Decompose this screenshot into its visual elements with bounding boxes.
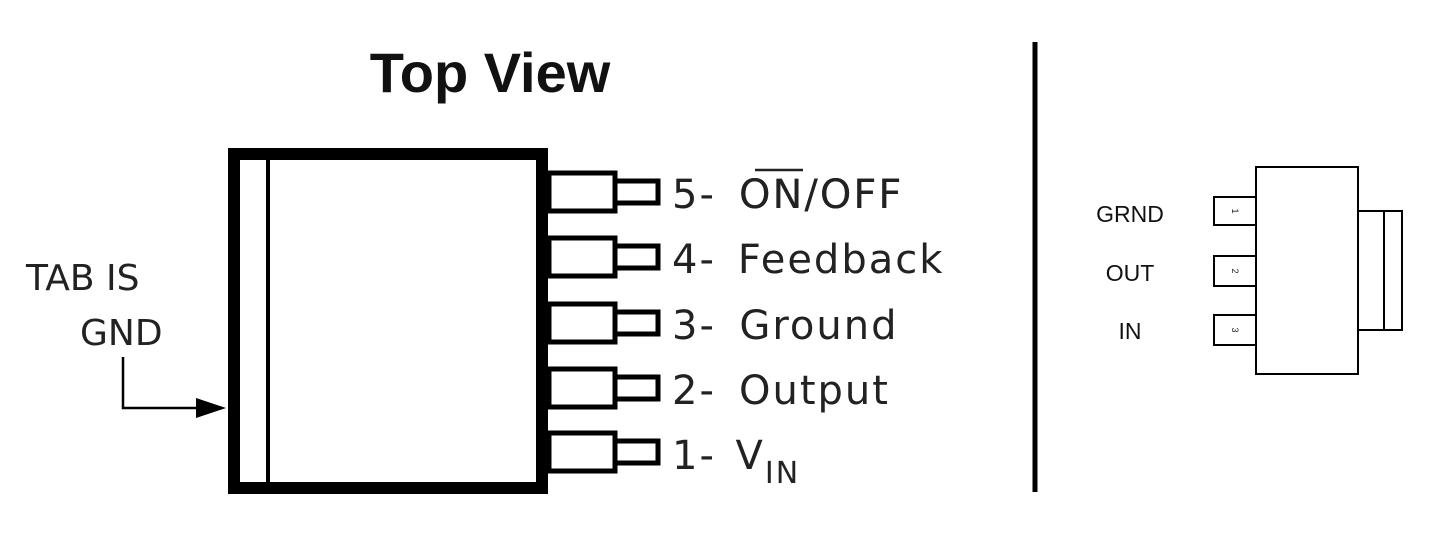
pin-label-2: 2-Output (672, 368, 890, 414)
pin-5-label-full: 5-ON/OFF (672, 172, 903, 218)
to263-package (228, 148, 661, 494)
tab-note-line2: GND (80, 313, 163, 354)
pin-1: 1 (1213, 196, 1257, 226)
pin-label-3: 3-Ground (672, 303, 899, 349)
pin-label-4: 4-Feedback (672, 237, 944, 283)
diagram-title: Top View (370, 41, 611, 104)
package-body-right (1255, 166, 1359, 375)
svg-text:2: 2 (1230, 268, 1240, 273)
lead-4 (546, 235, 661, 279)
tab-right (1357, 210, 1385, 331)
package-body (228, 148, 548, 494)
pin-label-1: 1-VIN (672, 433, 800, 491)
lead-5 (546, 170, 661, 214)
svg-text:1: 1 (1230, 208, 1240, 213)
pin-label-5: 5-ON/OFF 5-ON/OFF (672, 168, 903, 218)
arrow-head-icon (196, 398, 226, 418)
pin-5-label-overlay: 5-ON/OFF (672, 172, 903, 218)
tab-arrow-line (121, 357, 205, 410)
lead-1 (546, 430, 661, 474)
lead-3 (546, 301, 661, 345)
tab-note-line1: TAB IS (25, 258, 139, 299)
lead-2 (546, 366, 661, 410)
tab-edge-right (1383, 210, 1403, 331)
svg-text:3: 3 (1230, 327, 1240, 332)
pin-label-out: OUT (1106, 260, 1155, 286)
pin-5-name: ON/OFF (739, 172, 903, 218)
sot223-package: 1 2 3 (1213, 166, 1403, 375)
pin-label-grnd: GRND (1096, 201, 1164, 227)
pin-2: 2 (1213, 255, 1257, 287)
pin-label-in: IN (1119, 318, 1142, 344)
pin-3: 3 (1213, 314, 1257, 346)
